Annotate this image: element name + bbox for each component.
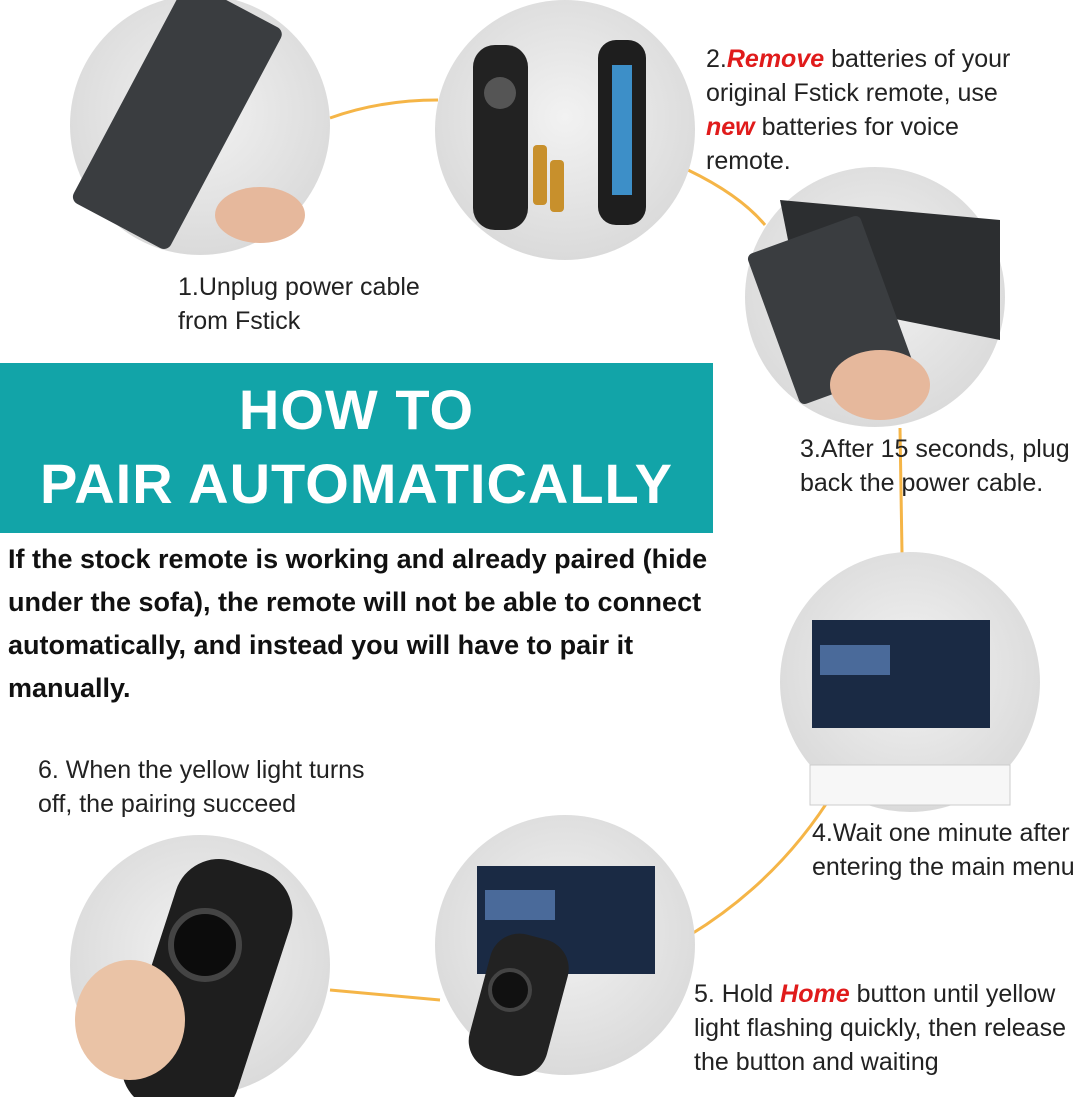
- step-5-prefix: 5. Hold: [694, 980, 781, 1008]
- photo-pairing-succeed: [70, 835, 330, 1097]
- step-2-emphasis-new: new: [706, 113, 755, 141]
- step-4-line-2: entering the main menu: [812, 853, 1075, 881]
- step-6-line-2: off, the pairing succeed: [38, 790, 297, 818]
- pairing-note: If the stock remote is working and alrea…: [8, 544, 708, 703]
- step-2-text-end: batteries for voice remote.: [706, 113, 959, 175]
- connector-lines: [329, 98, 904, 1002]
- photo-plug-cable: [745, 167, 1005, 427]
- title-line-2: PAIR AUTOMATICALLY: [40, 452, 673, 515]
- step-1-line-1: 1.Unplug power cable: [178, 273, 420, 301]
- step-3-line-1: 3.After 15 seconds, plug: [800, 435, 1070, 463]
- step-6-line-1: 6. When the yellow light turns: [38, 756, 365, 784]
- step-4-text: 4.Wait one minute after entering the mai…: [812, 816, 1075, 884]
- title-banner: HOW TO PAIR AUTOMATICALLY: [0, 363, 713, 533]
- step-2-emphasis-remove: Remove: [726, 45, 825, 73]
- step-1-text: 1.Unplug power cable from Fstick: [178, 270, 420, 338]
- photo-remote-batteries: [435, 0, 695, 260]
- photo-tv-main-menu: [780, 552, 1040, 812]
- title-line-1: HOW TO: [238, 378, 475, 441]
- step-5-text: 5. Hold Home button until yellow light f…: [694, 977, 1092, 1079]
- step-3-line-2: back the power cable.: [800, 469, 1044, 497]
- step-5-text-end: button until yellow light flashing quick…: [694, 980, 1066, 1076]
- step-2-prefix: 2.: [706, 45, 727, 73]
- step-5-emphasis-home: Home: [780, 980, 850, 1008]
- step-1-line-2: from Fstick: [178, 307, 301, 335]
- step-4-line-1: 4.Wait one minute after: [812, 819, 1070, 847]
- step-2-text: 2.Remove batteries of your original Fsti…: [706, 42, 1046, 178]
- photo-unplug-cable: [70, 0, 330, 255]
- photo-hold-home-button: [435, 815, 695, 1077]
- step-6-text: 6. When the yellow light turns off, the …: [38, 753, 365, 821]
- step-3-text: 3.After 15 seconds, plug back the power …: [800, 432, 1070, 500]
- step-2-text-middle: batteries of your original Fstick remote…: [706, 45, 1011, 107]
